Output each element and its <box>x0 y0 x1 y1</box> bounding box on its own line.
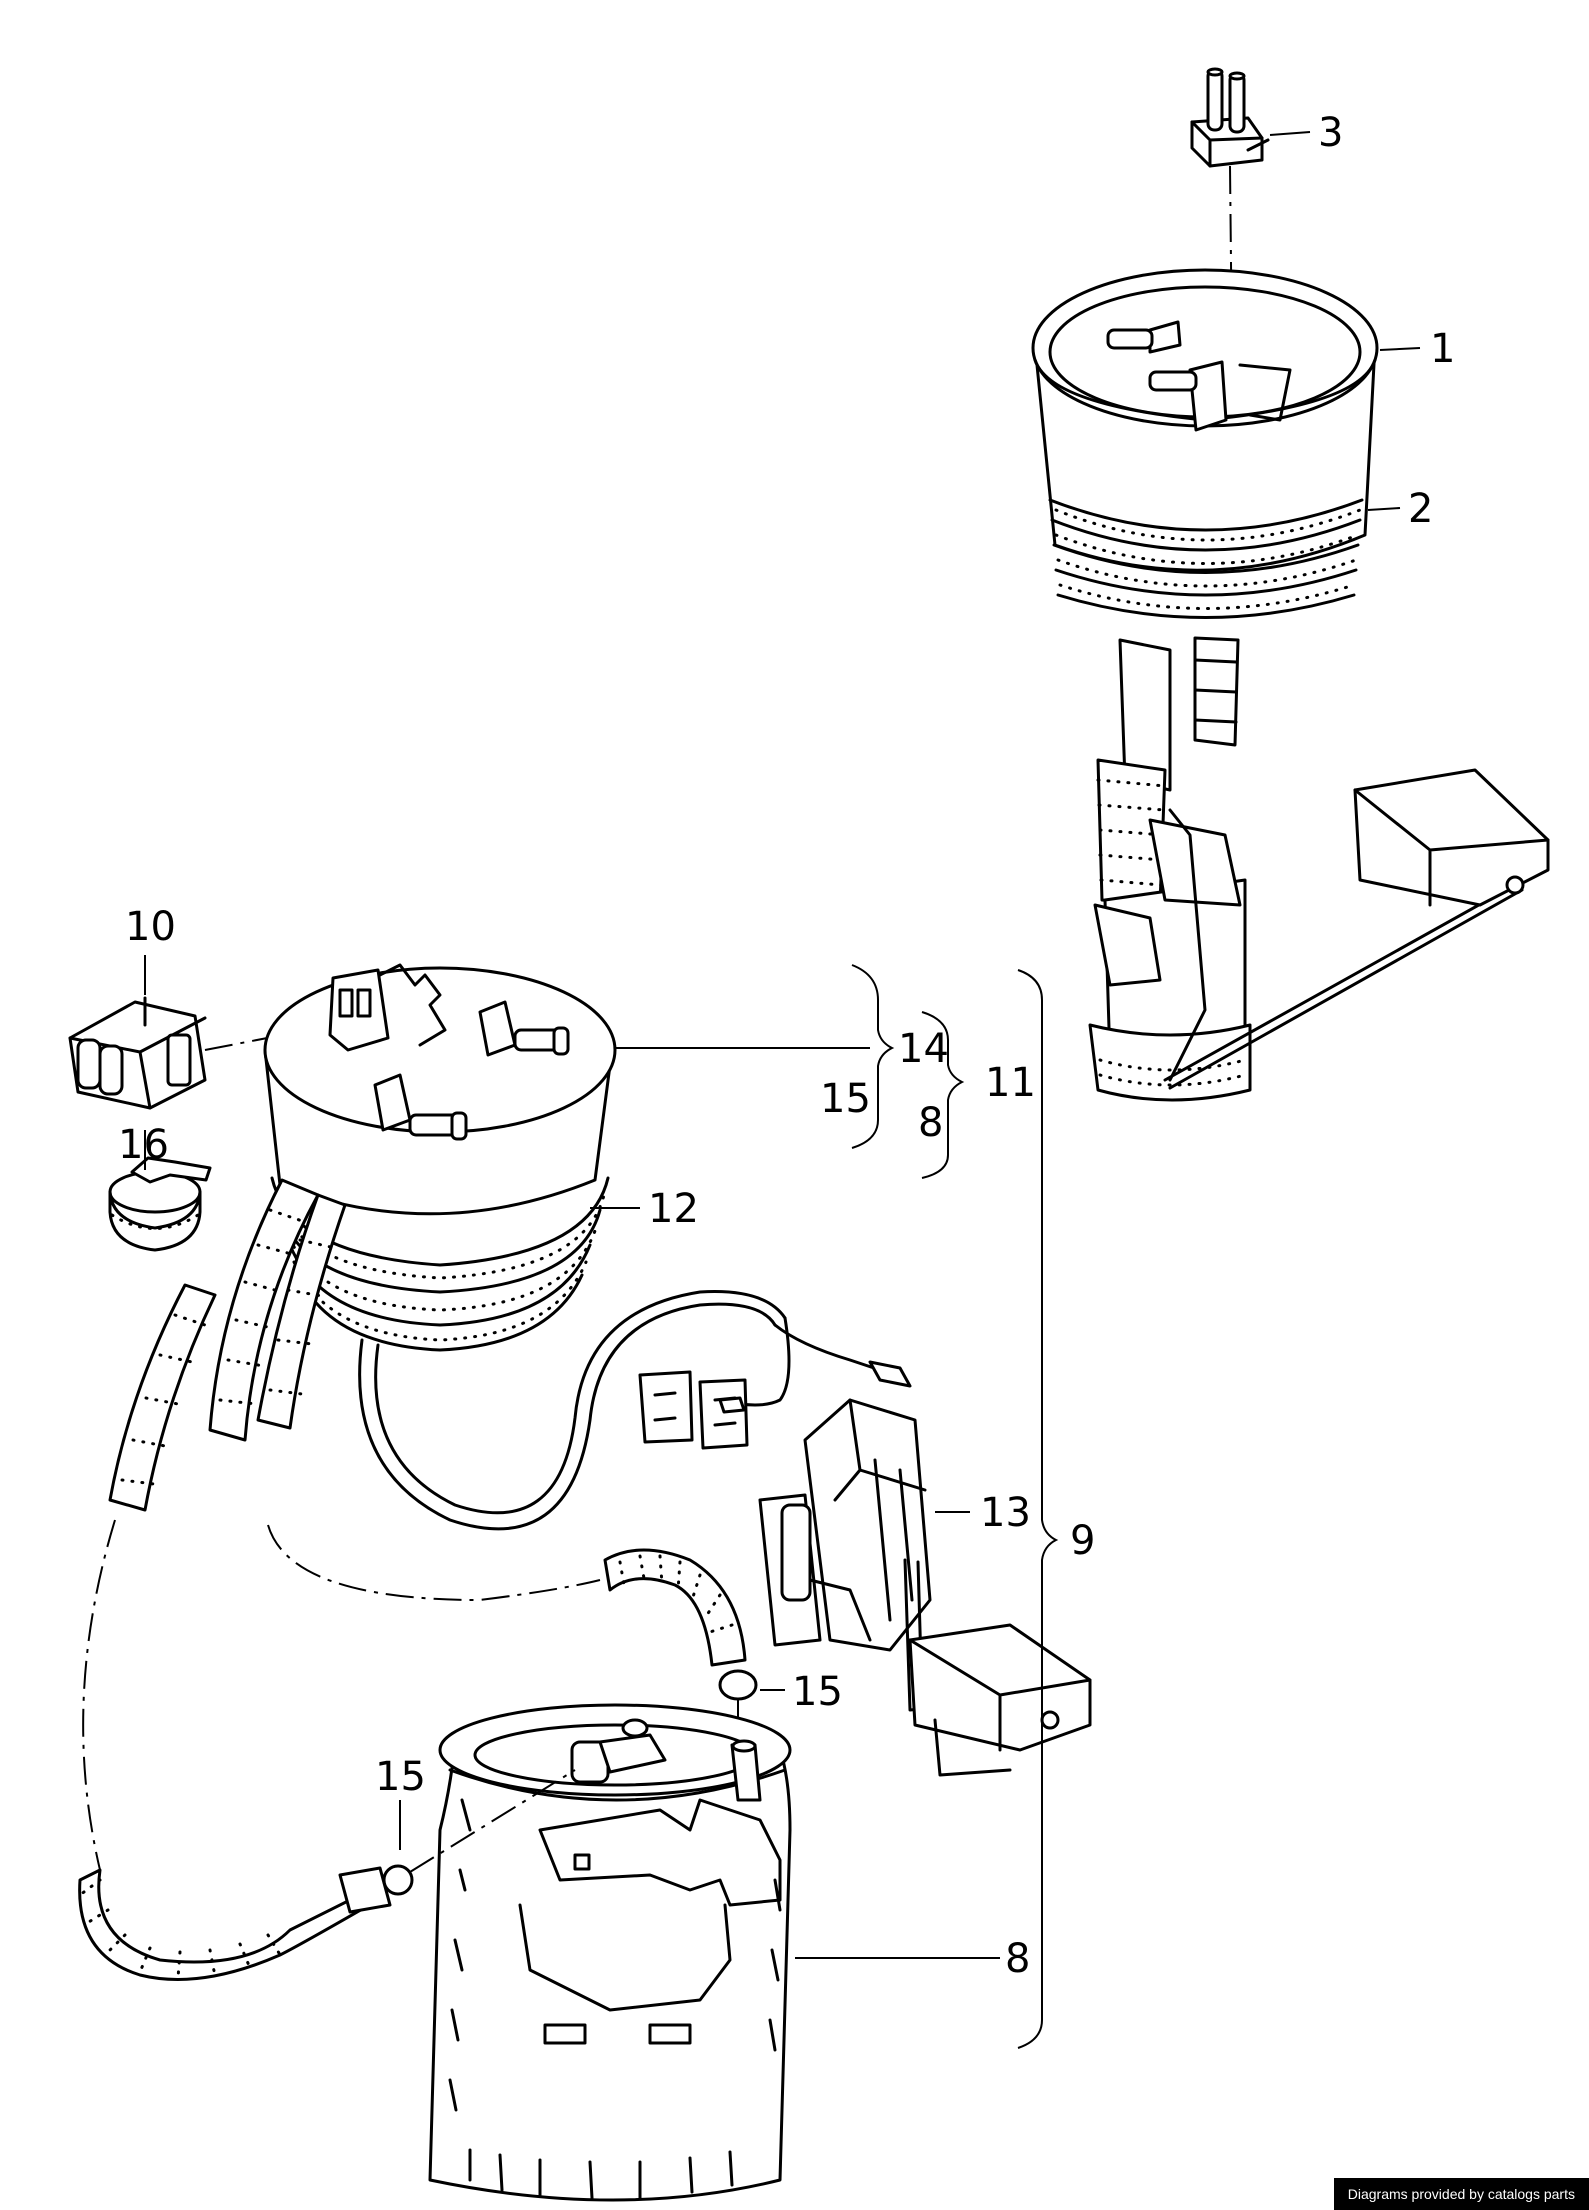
callout-9[interactable]: 9 <box>1070 1518 1095 1564</box>
callout-12[interactable]: 12 <box>648 1186 699 1232</box>
callout-1[interactable]: 1 <box>1430 326 1455 372</box>
callout-8-bracket[interactable]: 8 <box>918 1100 943 1146</box>
level-sender-upper[interactable] <box>1088 636 1550 1102</box>
part-2-seal[interactable] <box>1048 498 1364 619</box>
callout-15-hose[interactable]: 15 <box>792 1669 843 1715</box>
part-10-connector[interactable] <box>68 996 207 1110</box>
callout-11[interactable]: 11 <box>985 1060 1036 1106</box>
callout-3[interactable]: 3 <box>1318 110 1343 156</box>
brace-brackets <box>851 964 1059 2049</box>
leader-lines <box>144 131 1421 1959</box>
part-1-flange[interactable] <box>1031 268 1379 572</box>
part-14-flange[interactable] <box>263 963 617 1216</box>
callout-10[interactable]: 10 <box>125 904 176 950</box>
callout-2[interactable]: 2 <box>1408 486 1433 532</box>
part-8-fuel-pump[interactable] <box>428 1703 792 2202</box>
callout-8-pump[interactable]: 8 <box>1005 1936 1030 1982</box>
callout-16[interactable]: 16 <box>118 1122 169 1168</box>
part-3-connector[interactable] <box>1190 67 1270 168</box>
part-16-clamp[interactable] <box>108 1156 212 1252</box>
corrugated-hose <box>108 1178 347 1512</box>
callout-14[interactable]: 14 <box>898 1026 949 1072</box>
callout-15-inlet[interactable]: 15 <box>375 1754 426 1800</box>
part-13-level-sender[interactable] <box>758 1398 1092 1777</box>
pump-return-hose <box>78 1769 576 1981</box>
callout-15-flange[interactable]: 15 <box>820 1076 871 1122</box>
wiring-harness <box>358 1290 912 1531</box>
footer-credit: Diagrams provided by catalogs parts <box>1333 2178 1589 2210</box>
callout-13[interactable]: 13 <box>980 1490 1031 1536</box>
